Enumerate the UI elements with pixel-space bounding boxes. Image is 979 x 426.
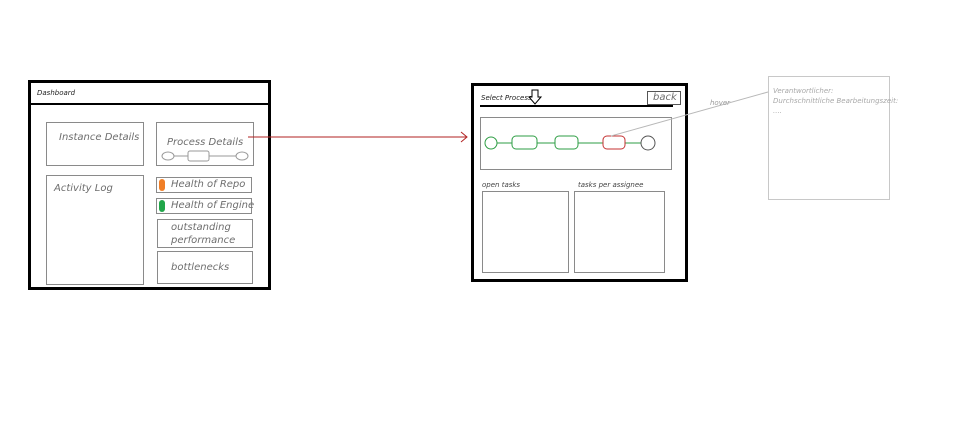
hover-label: hover — [710, 99, 731, 107]
mini-start-event — [161, 151, 175, 161]
outstanding-label: outstanding — [171, 222, 231, 233]
activity-log-label: Activity Log — [54, 183, 113, 194]
title-underline — [480, 105, 673, 107]
bottleneck-task-step[interactable] — [602, 135, 626, 150]
start-event[interactable] — [484, 136, 498, 150]
navigation-arrow — [248, 131, 468, 143]
tasks-per-assignee-label: tasks per assignee — [578, 181, 644, 189]
tasks-per-assignee-panel[interactable] — [574, 191, 665, 273]
hover-connector — [610, 91, 769, 137]
instance-details-panel[interactable]: Instance Details — [46, 122, 144, 166]
hover-tooltip: Verantwortlicher: Durchschnittliche Bear… — [768, 76, 898, 200]
engine-status-indicator — [159, 200, 165, 212]
mini-task — [187, 150, 210, 162]
dropdown-arrow-icon[interactable] — [527, 89, 543, 105]
open-tasks-label: open tasks — [482, 181, 521, 189]
select-process-label: Select Process — [481, 94, 532, 102]
tooltip-line-more: .... — [773, 107, 782, 115]
health-repo-label: Health of Repo — [171, 179, 246, 190]
health-engine-panel[interactable]: Health of Engine — [156, 198, 255, 214]
bottlenecks-label: bottlenecks — [171, 262, 230, 273]
dashboard-titlebar: Dashboard — [31, 83, 268, 105]
back-button[interactable]: back — [647, 91, 681, 105]
outstanding-performance-panel[interactable]: outstanding performance — [157, 219, 253, 248]
mini-process-chain — [161, 150, 249, 162]
performance-label: performance — [171, 235, 236, 246]
repo-status-indicator — [159, 179, 165, 191]
bottlenecks-panel[interactable]: bottlenecks — [157, 251, 253, 284]
process-details-label: Process Details — [167, 137, 244, 148]
activity-log-panel[interactable]: Activity Log — [46, 175, 144, 285]
dashboard-title: Dashboard — [37, 89, 76, 97]
task-step[interactable] — [554, 135, 579, 150]
health-engine-label: Health of Engine — [171, 200, 255, 211]
back-label: back — [653, 92, 677, 103]
health-repo-panel[interactable]: Health of Repo — [156, 177, 252, 193]
end-event[interactable] — [640, 135, 656, 151]
instance-details-label: Instance Details — [59, 132, 140, 143]
process-chain — [484, 135, 656, 151]
task-step[interactable] — [511, 135, 538, 150]
open-tasks-panel[interactable] — [482, 191, 569, 273]
tooltip-line-processing-time: Durchschnittliche Bearbeitungszeit: — [773, 97, 899, 105]
tooltip-line-responsible: Verantwortlicher: — [773, 87, 834, 95]
mini-end-event — [235, 151, 249, 161]
